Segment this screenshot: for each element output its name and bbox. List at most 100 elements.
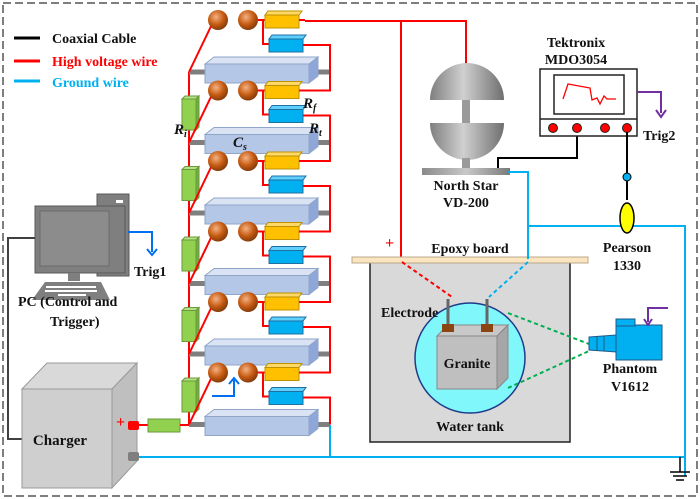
divider-top-dome: [430, 63, 504, 100]
spark-gap-sphere-left: [208, 292, 228, 312]
rf-to-prev-cap-wire: [299, 72, 331, 92]
resistor-rf: [264, 14, 300, 29]
capacitor-cs: [204, 63, 310, 84]
camera-top-bump: [615, 318, 636, 327]
capacitor-cs: [204, 134, 310, 154]
trig2-arrow-line: [637, 91, 662, 113]
legend-label-ground: Ground wire: [52, 76, 129, 91]
scope-knob-4: [622, 123, 632, 133]
marx-generator: [180, 10, 331, 437]
pc-monitor-stand: [68, 273, 80, 281]
voltage-divider: North Star VD-200: [422, 63, 510, 211]
ground-network: [139, 425, 690, 481]
rt-top: [268, 34, 307, 40]
spark-gap-sphere-right: [238, 10, 258, 30]
hv-wire-to-sphere: [188, 301, 215, 355]
rf-top: [264, 292, 303, 298]
rf-top: [264, 363, 303, 368]
electrode-label: Electrode: [381, 306, 438, 321]
charger: Charger +: [20, 361, 189, 490]
granite-front: [436, 335, 498, 390]
hv-dashed-link: [401, 261, 453, 298]
divider-stem: [462, 100, 470, 125]
epoxy-label: Epoxy board: [431, 242, 509, 257]
scope-knob-2: [572, 123, 582, 133]
rt-to-cap-wire: [303, 44, 331, 72]
charger-label: Charger: [33, 433, 87, 449]
rf-top: [264, 10, 303, 16]
hv-wire-to-sphere: [188, 372, 215, 425]
divider-label-2: VD-200: [443, 196, 489, 211]
resistor-ri: [181, 239, 197, 272]
pearson-coil: [619, 202, 635, 234]
rt-top: [268, 246, 307, 251]
cs-label: Cs: [233, 135, 247, 153]
camera-view-line-top: [507, 312, 590, 345]
scope-label-1: Tektronix: [547, 36, 605, 51]
charger-ground-terminal: [128, 452, 139, 461]
scope-knob-3: [600, 123, 610, 133]
rf-to-prev-cap-wire: [299, 213, 331, 233]
ground-dashed-link: [488, 261, 529, 298]
rt-to-cap-wire: [303, 185, 331, 213]
camera-view-line-bottom: [507, 350, 590, 389]
resistor-rt: [268, 179, 304, 194]
resistor-rf: [264, 85, 300, 99]
resistor-rf: [264, 296, 300, 311]
capacitor-top: [203, 56, 320, 65]
rt-label: Rt: [308, 121, 323, 139]
oscilloscope: Tektronix MDO3054 Trig2: [539, 36, 675, 144]
spark-gap-sphere-right: [238, 221, 258, 242]
legend-label-hv: High voltage wire: [52, 55, 158, 70]
camera-body: [615, 324, 663, 361]
charging-resistor: [147, 418, 181, 433]
pc-monitor-screen: [39, 210, 110, 267]
epoxy-board: [351, 256, 589, 264]
capacitor-cs: [204, 416, 310, 436]
capacitor-cs: [204, 204, 310, 225]
rt-to-cap-wire: [303, 255, 331, 284]
divider-label-1: North Star: [434, 179, 499, 194]
camera-label-1: Phantom: [603, 362, 658, 377]
spark-gap-sphere-left: [208, 151, 228, 171]
rt-to-cap-wire: [303, 326, 331, 354]
hv-wire-sphere-to-rt: [262, 90, 269, 116]
resistor-ri: [181, 380, 197, 413]
hv-wire-sphere-to-rt: [262, 20, 269, 45]
resistor-rf: [264, 226, 300, 240]
hv-wire-sphere-to-rt: [262, 231, 269, 257]
rf-to-prev-cap-wire: [299, 142, 331, 162]
pearson-label-1: Pearson: [603, 241, 651, 256]
rf-to-prev-cap-wire: [299, 354, 331, 374]
granite-side: [496, 323, 509, 391]
high-speed-camera: Phantom V1612: [588, 307, 668, 395]
capacitor-top: [203, 127, 320, 135]
resistor-rt: [268, 391, 304, 405]
camera-label-2: V1612: [611, 380, 649, 395]
rt-top: [268, 387, 307, 392]
hv-output-wiring: +: [305, 20, 467, 259]
scope-waveform: [562, 83, 616, 106]
divider-neck: [462, 158, 470, 168]
capacitor-top: [203, 268, 320, 276]
coax-divider-to-scope: [497, 130, 578, 168]
rf-top: [264, 151, 303, 157]
legend: Coaxial Cable High voltage wire Ground w…: [14, 32, 158, 91]
ri-label: Ri: [173, 122, 187, 140]
hv-wire-to-sphere: [188, 231, 215, 284]
trig1-arrow-head-icon: [146, 248, 158, 257]
camera-lens: [588, 334, 617, 353]
hv-wire-to-sphere: [188, 19, 215, 73]
trig1-arrow-line: [128, 231, 153, 252]
resistor-rt: [268, 109, 304, 123]
charger-hv-terminal: [128, 421, 139, 430]
divider-base: [422, 168, 510, 175]
rf-to-prev-cap-wire: [299, 283, 331, 303]
capacitor-top: [203, 197, 320, 206]
hv-wire-to-divider: [305, 20, 467, 70]
resistor-ri: [181, 98, 197, 131]
capacitor-cs: [204, 345, 310, 366]
hv-wire-sphere-to-rt: [262, 372, 269, 398]
hv-wire-sphere-to-rt: [262, 302, 269, 327]
